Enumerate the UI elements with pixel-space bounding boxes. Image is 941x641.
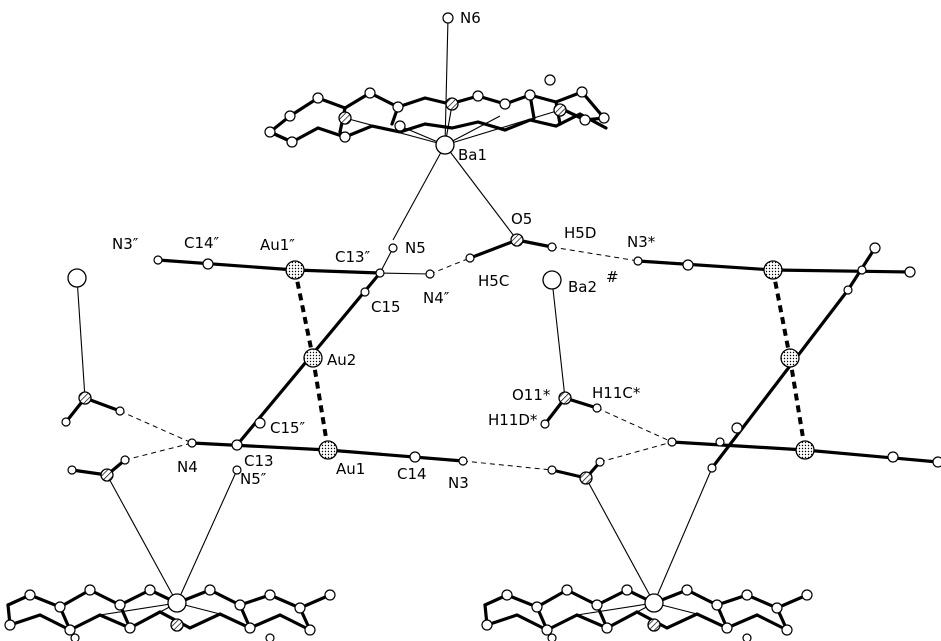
- atom-c15pp: [254, 417, 266, 429]
- atom-n5: [388, 243, 398, 253]
- atom-c15: [360, 287, 370, 297]
- label-c14: C14: [397, 465, 427, 483]
- atom-o11: [558, 391, 572, 405]
- label-h11cstar: H11C*: [592, 384, 641, 402]
- bottom-right-crown-ether: [481, 584, 813, 641]
- label-c15: C15: [371, 298, 401, 316]
- atom-au1pp: [285, 260, 305, 280]
- atom-n3pp: [153, 255, 163, 265]
- label-n4: N4: [177, 458, 198, 476]
- top-crown-ether: [264, 74, 610, 148]
- label-h5c: H5C: [478, 272, 509, 290]
- atom-c14: [409, 451, 421, 463]
- atom-ba1: [435, 135, 455, 155]
- label-h11dstar: H11D*: [488, 411, 538, 429]
- au1pp-c13pp-bond: [293, 268, 382, 275]
- label-o11star: O11*: [512, 386, 551, 404]
- label-n3pp: N3″: [112, 235, 139, 253]
- au2-au1-aurophilic: [311, 357, 330, 451]
- label-n5: N5: [405, 239, 426, 257]
- n3pp-au1pp-bond: [156, 258, 297, 272]
- label-h5d: H5D: [564, 224, 596, 242]
- atom-h5d: [547, 242, 557, 252]
- bottom-left-crown-ether: [4, 584, 336, 641]
- atom-n4pp: [425, 269, 435, 279]
- atom-h11d: [540, 419, 550, 429]
- ba1-n6-bond: [444, 17, 449, 146]
- label-n5pp: N5″: [240, 470, 267, 488]
- label-c13pp: C13″: [335, 248, 371, 266]
- ba1-o5-bond: [444, 144, 518, 241]
- label-n6: N6: [460, 9, 481, 27]
- label-au2: Au2: [327, 351, 356, 369]
- ba1-n5-bond: [392, 144, 446, 241]
- label-n3star: N3*: [627, 233, 656, 251]
- label-n3: N3: [448, 474, 469, 492]
- atom-h5c: [465, 253, 475, 263]
- au1pp-au2-aurophilic: [293, 269, 315, 359]
- label-c14pp: C14″: [184, 234, 220, 252]
- atom-n3: [458, 456, 468, 466]
- atom-n4: [187, 438, 197, 448]
- n4-au1-bond: [190, 441, 330, 452]
- atom-c13: [231, 439, 243, 451]
- atom-h11c: [592, 403, 602, 413]
- label-o5: O5: [511, 210, 532, 228]
- label-au1: Au1: [336, 460, 365, 478]
- atom-c14pp: [202, 258, 214, 270]
- label-ba2-hash: #: [606, 268, 619, 286]
- atom-ba2: [542, 270, 562, 290]
- label-n4pp: N4″: [423, 289, 450, 307]
- atom-n6: [442, 12, 454, 24]
- label-c13: C13: [244, 452, 274, 470]
- atom-au2: [303, 348, 323, 368]
- label-ba2: Ba2: [568, 278, 597, 296]
- label-au1pp: Au1″: [260, 236, 295, 254]
- atom-au-right: [763, 260, 783, 280]
- atom-n3star: [633, 256, 643, 266]
- atom-o5: [510, 233, 524, 247]
- label-c15pp: C15″: [270, 419, 306, 437]
- atom-au1: [318, 440, 338, 460]
- atom-c13pp: [375, 268, 385, 278]
- au1-n3-bond: [326, 448, 465, 463]
- atom-n5pp: [232, 465, 242, 475]
- label-ba1: Ba1: [458, 146, 487, 164]
